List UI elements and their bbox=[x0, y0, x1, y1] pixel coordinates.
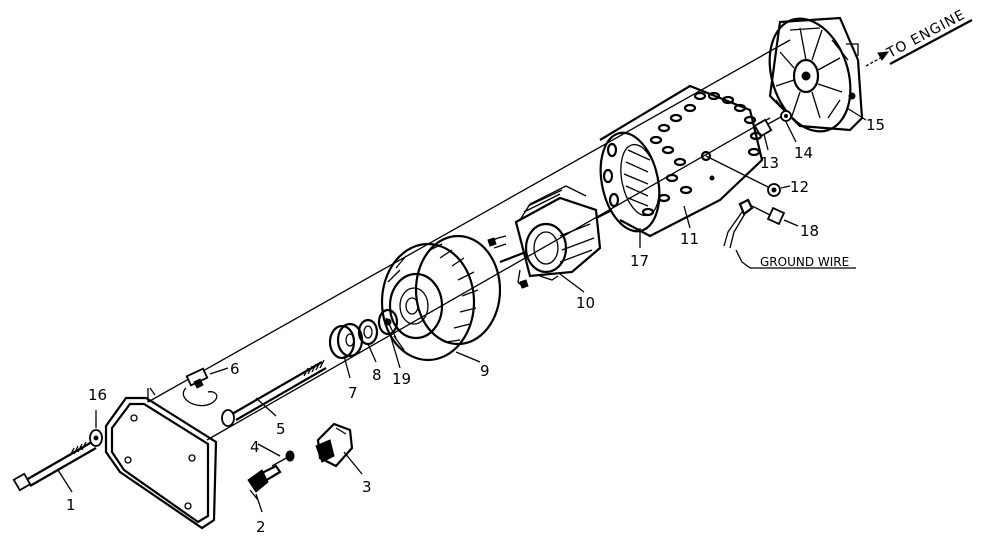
callout-5: 5 bbox=[276, 420, 286, 438]
end-cover bbox=[104, 396, 218, 530]
leader-15 bbox=[846, 107, 867, 121]
callout-10: 10 bbox=[576, 294, 595, 312]
callout-7: 7 bbox=[348, 384, 358, 402]
callout-2: 2 bbox=[256, 518, 266, 536]
callout-18: 18 bbox=[800, 222, 819, 240]
spacer-7 bbox=[328, 322, 364, 360]
leader-3 bbox=[343, 451, 363, 475]
to-engine-underline bbox=[889, 19, 973, 65]
washer-16 bbox=[89, 429, 103, 447]
callout-3: 3 bbox=[362, 478, 372, 496]
rotor-10 bbox=[487, 185, 613, 289]
leader-4 bbox=[257, 443, 281, 457]
fan-9 bbox=[380, 234, 502, 362]
housing-slots bbox=[602, 91, 763, 217]
callout-14: 14 bbox=[794, 144, 813, 162]
bolt-18 bbox=[751, 205, 786, 226]
end-bell-adapter bbox=[768, 16, 864, 133]
nut-4 bbox=[271, 450, 295, 467]
stator-housing bbox=[599, 84, 764, 238]
callout-15: 15 bbox=[866, 116, 885, 134]
callout-12: 12 bbox=[790, 178, 809, 196]
through-bolt-5 bbox=[221, 359, 327, 427]
leader-6 bbox=[209, 367, 229, 375]
callout-6: 6 bbox=[230, 360, 240, 378]
ground-wire-label: GROUND WIRE bbox=[760, 255, 849, 269]
washer-14 bbox=[780, 110, 792, 122]
callout-11: 11 bbox=[680, 230, 699, 248]
bolt-1 bbox=[12, 441, 97, 492]
callout-8: 8 bbox=[372, 366, 382, 384]
leader-12 bbox=[780, 185, 791, 189]
ground-wire bbox=[723, 198, 754, 269]
callout-1: 1 bbox=[66, 496, 76, 514]
connector-6 bbox=[182, 367, 218, 407]
to-engine-arrow bbox=[865, 51, 890, 67]
leader-lines bbox=[57, 121, 797, 513]
callout-4: 4 bbox=[250, 438, 260, 456]
receptacle-3 bbox=[315, 422, 354, 468]
callout-16: 16 bbox=[88, 386, 107, 404]
leader-18 bbox=[783, 219, 799, 227]
to-engine-label: TO ENGINE bbox=[883, 7, 968, 62]
callout-13: 13 bbox=[760, 154, 779, 172]
callout-9: 9 bbox=[480, 362, 490, 380]
switch-2 bbox=[247, 464, 282, 501]
nut-12 bbox=[705, 155, 781, 197]
callout-19: 19 bbox=[392, 370, 411, 388]
washer-19 bbox=[377, 308, 399, 336]
callout-17: 17 bbox=[630, 252, 649, 270]
